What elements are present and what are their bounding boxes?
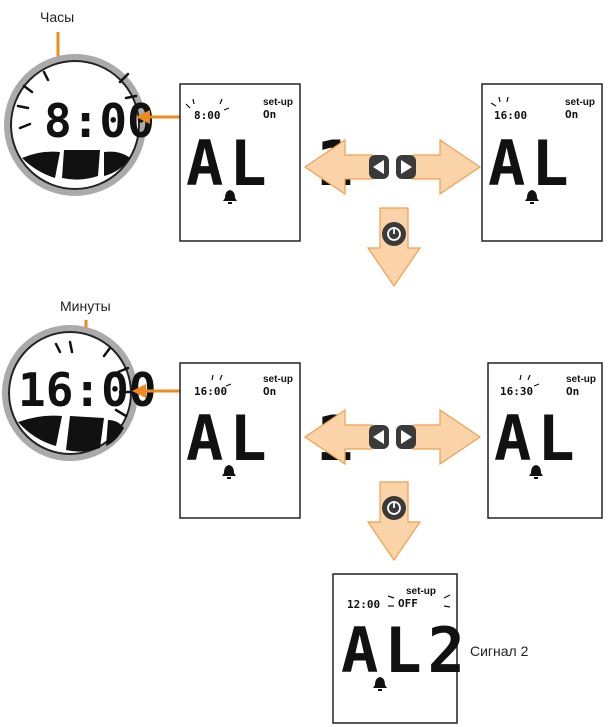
lcd2-state: On (565, 108, 578, 121)
lcd5-setup: set-up (406, 586, 436, 597)
lcd4-setup: set-up (566, 374, 596, 385)
zoom-time-minutes: 16:00 (18, 363, 156, 417)
zoom-circle-minutes: 16:00 (2, 325, 156, 461)
right-triangle-button-icon (396, 155, 416, 179)
lcd1-time: 8:00 (194, 109, 221, 122)
signal2-label: Сигнал 2 (470, 643, 529, 659)
lcd-screen-2: 16:00 set-up On AL 1 (481, 83, 608, 242)
lcd1-state: On (263, 108, 276, 121)
lcd2-time: 16:00 (494, 109, 527, 122)
left-triangle-button-icon (369, 425, 389, 449)
hours-label: Часы (40, 9, 74, 25)
lcd-screen-4: 16:30 set-up On AL 1 (487, 362, 608, 519)
power-button-icon (382, 222, 406, 246)
zoom-time-hours: 8:00 (44, 94, 155, 148)
double-arrow-row1 (303, 138, 482, 196)
lcd2-setup: set-up (565, 97, 595, 108)
lcd3-state: On (263, 385, 276, 398)
lcd1-setup: set-up (263, 97, 293, 108)
lcd-screen-5: 12:00 set-up OFF AL2 (332, 573, 471, 724)
down-arrow-row2 (366, 481, 422, 562)
down-arrow-row1 (366, 207, 422, 288)
lcd4-state: On (566, 385, 579, 398)
left-triangle-button-icon (369, 155, 389, 179)
lcd5-alarm: AL2 (341, 614, 471, 687)
bell-icon (525, 190, 539, 204)
lcd5-state: OFF (398, 597, 418, 610)
bell-icon (223, 190, 237, 204)
lcd5-time: 12:00 (347, 598, 380, 611)
bell-icon (222, 465, 236, 479)
lcd3-setup: set-up (263, 374, 293, 385)
bell-icon (373, 677, 387, 691)
power-button-icon (382, 496, 406, 520)
right-triangle-button-icon (396, 425, 416, 449)
lcd4-time: 16:30 (500, 385, 533, 398)
lcd4-alarm: AL 1 (494, 402, 608, 475)
lcd3-time: 16:00 (194, 385, 227, 398)
lcd2-alarm: AL 1 (488, 127, 608, 200)
zoom-circle-hours: 8:00 (4, 54, 155, 196)
minutes-label: Минуты (60, 298, 111, 314)
bell-icon (529, 465, 543, 479)
double-arrow-row2 (303, 408, 482, 466)
